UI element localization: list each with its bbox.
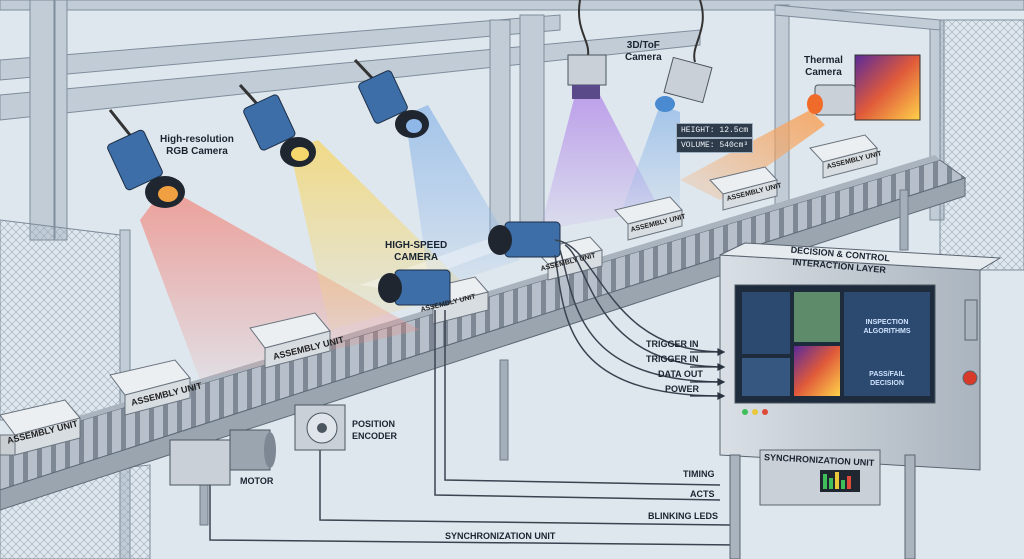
- signal-arrows: [690, 348, 726, 400]
- thermal-camera-icon: [807, 54, 921, 121]
- rgb-camera-2-icon: [238, 83, 316, 167]
- encoder-label: POSITION ENCODER: [352, 419, 398, 441]
- signal-cables: [209, 239, 741, 546]
- volume-readout: VOLUME: 540cm³: [676, 138, 754, 153]
- label-high-speed-camera: HIGH-SPEED CAMERA: [385, 240, 448, 263]
- inspection-algorithms-label: INSPECTION ALGORITHMS: [863, 319, 911, 335]
- high-res-rgb-camera-icon: [107, 109, 185, 208]
- overhead-frame: [0, 0, 1024, 286]
- high-speed-camera-icon: [378, 221, 561, 306]
- rgb-camera-3-icon: [353, 58, 429, 138]
- position-encoder-icon: [294, 404, 346, 451]
- sync-timing-label: TIMING: [683, 469, 715, 479]
- signal-power: POWER: [665, 384, 700, 394]
- assembly-units: [0, 134, 878, 456]
- signal-data-out: DATA OUT: [658, 369, 703, 379]
- sync-acts-label: ACTS: [690, 489, 715, 499]
- signal-trigger-in-1: TRIGGER IN: [646, 339, 699, 349]
- label-tof-camera: 3D/ToF Camera: [625, 40, 662, 63]
- sync-blinking-leds-label: BLINKING LEDS: [648, 511, 719, 521]
- motor-icon: [169, 429, 276, 486]
- pass-fail-label: PASS/FAIL DECISION: [869, 371, 905, 387]
- signal-trigger-in-2: TRIGGER IN: [646, 354, 699, 364]
- control-cabinet: [719, 242, 1002, 559]
- label-thermal-camera: Thermal Camera: [804, 55, 843, 78]
- sync-unit-bottom-label: SYNCHRONIZATION UNIT: [445, 531, 556, 541]
- tof-camera-icon: [567, 0, 713, 112]
- safety-fence-right: [939, 19, 1024, 271]
- height-readout: HEIGHT: 12.5cm: [676, 123, 754, 138]
- motor-label: MOTOR: [240, 476, 274, 486]
- label-high-res-camera: High-resolution RGB Camera: [160, 134, 234, 157]
